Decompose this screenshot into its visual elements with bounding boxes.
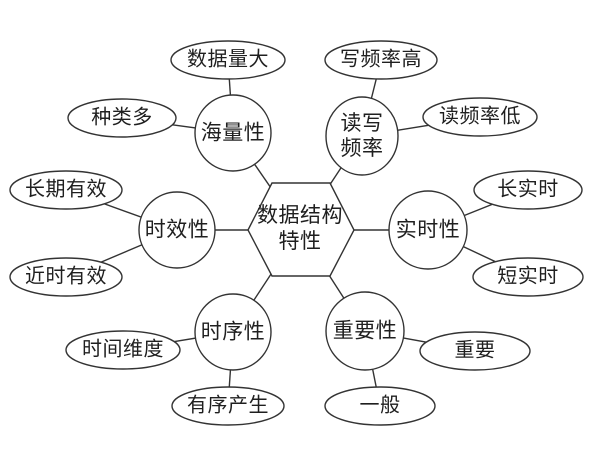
leaf-low-read-frequency-label: 读频率低 [439, 105, 521, 128]
leaf-long-term-valid-shape [9, 170, 123, 210]
leaf-many-types-label: 种类多 [91, 106, 153, 129]
leaf-ordered-generation-label: 有序产生 [187, 394, 269, 417]
node-shapes [9, 40, 584, 426]
branch-timeliness-shape [138, 191, 216, 269]
leaf-time-dimension-label: 时间维度 [82, 338, 164, 361]
branch-real-time-shape [388, 190, 468, 270]
branch-massiveness-shape [194, 94, 272, 172]
leaf-general-label: 一般 [359, 394, 401, 417]
leaf-recent-valid-label: 近时有效 [25, 265, 107, 288]
leaf-large-data-volume-label: 数据量大 [187, 48, 269, 71]
leaf-long-term-valid-label: 长期有效 [25, 178, 107, 201]
branch-read-write-frequency-label: 读写 频率 [340, 111, 384, 160]
branch-importance-shape [325, 291, 405, 371]
leaf-long-real-time-label: 长实时 [497, 178, 559, 201]
leaf-general-shape [324, 386, 436, 426]
branch-time-sequence-label: 时序性 [200, 319, 266, 344]
leaf-high-write-frequency-shape [324, 40, 438, 80]
leaf-long-real-time-shape [473, 170, 583, 210]
leaf-recent-valid-shape [9, 257, 123, 297]
leaf-short-real-time-shape [472, 257, 584, 297]
leaf-many-types-shape [67, 98, 177, 138]
leaf-important-label: 重要 [454, 339, 496, 362]
branch-read-write-frequency-shape [325, 96, 399, 176]
branch-importance-label: 重要性 [332, 318, 398, 343]
branch-massiveness-label: 海量性 [200, 120, 266, 145]
leaf-time-dimension-shape [65, 330, 181, 370]
leaf-high-write-frequency-label: 写频率高 [340, 48, 422, 71]
branch-time-sequence-shape [194, 293, 272, 371]
center-node-label: 数据结构 特性 [257, 203, 343, 253]
branch-timeliness-label: 时效性 [144, 217, 210, 242]
branch-real-time-label: 实时性 [395, 217, 461, 242]
leaf-important-shape [419, 331, 531, 371]
center-hexagon-shape [247, 182, 355, 277]
leaf-ordered-generation-shape [171, 386, 285, 426]
leaf-low-read-frequency-shape [422, 97, 538, 137]
leaf-short-real-time-label: 短实时 [497, 265, 559, 288]
leaf-large-data-volume-shape [170, 40, 286, 80]
